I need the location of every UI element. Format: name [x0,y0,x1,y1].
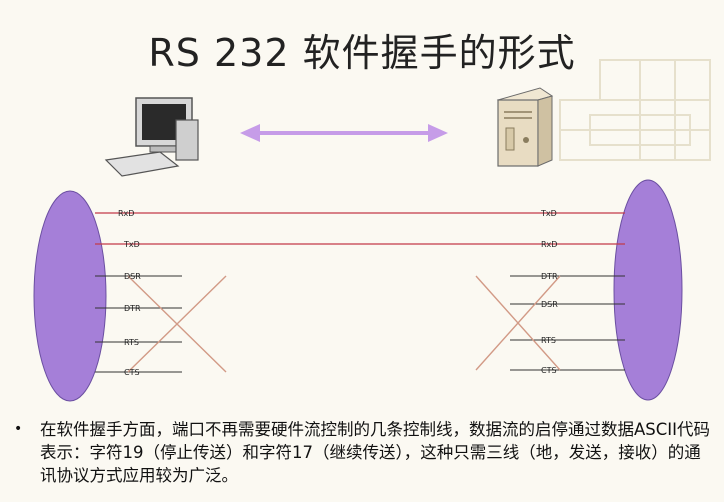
left-signal-label: CTS [124,368,140,377]
right-signal-label: DTR [541,272,558,281]
right-cross [475,275,561,371]
right-signal-label: CTS [541,366,557,375]
right-connector [613,179,683,401]
computer-icon [104,97,199,177]
description-text: 在软件握手方面，端口不再需要硬件流控制的几条控制线，数据流的启停通过数据ASCI… [40,420,711,485]
left-signal-label: DTR [124,304,141,313]
left-cross [127,275,227,373]
left-signal-label: TxD [123,240,140,249]
right-signal-label: RTS [541,336,556,345]
server-icon [496,87,554,167]
right-signal-label: RxD [541,240,557,249]
bidirectional-arrow [240,124,448,142]
right-signal-label: TxD [540,209,557,218]
right-signal-label: DSR [541,300,558,309]
left-connector [33,190,107,402]
left-signal-label: RxD [118,209,134,218]
description-block: • 在软件握手方面，端口不再需要硬件流控制的几条控制线，数据流的启停通过数据AS… [14,418,714,487]
page-title: RS 232 软件握手的形式 [148,31,576,75]
bullet-icon: • [14,421,23,437]
left-signal-label: RTS [124,338,139,347]
left-signal-label: DSR [124,272,141,281]
handshake-diagram: RxD TxD DSR DTR RTS CTS TxD RxD DTR DSR … [33,87,683,402]
